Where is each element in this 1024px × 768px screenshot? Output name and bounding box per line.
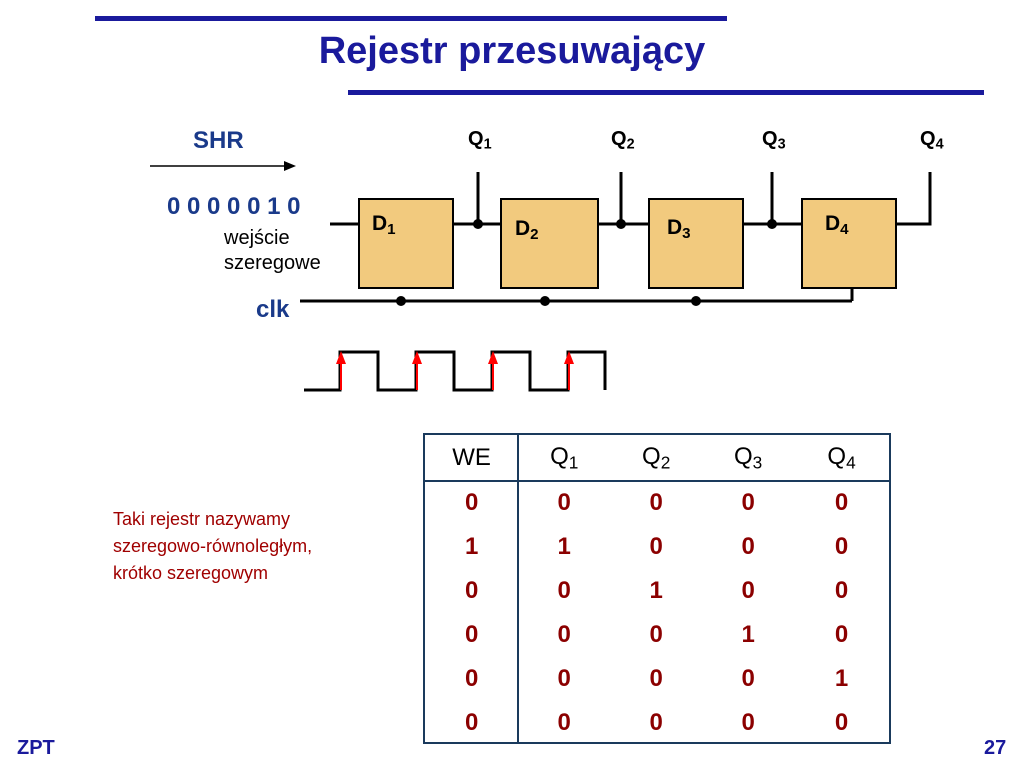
table-cell: 0 [741,489,755,516]
table-cell: 0 [649,533,663,560]
q2-label: Q2 [611,128,635,153]
table-cell: 1 [741,621,755,648]
register-note: Taki rejestr nazywamy szeregowo-równoleg… [113,506,312,587]
rising-edge-arrow-icon [336,351,346,390]
table-cell: 0 [741,665,755,692]
table-cell: 1 [464,533,479,560]
clock-waveform [304,350,607,392]
table-cell: 0 [649,665,663,692]
junction-dot [473,219,483,229]
flipflop-d3: D3 [648,198,744,289]
table-cell: 0 [649,489,663,516]
footer-page-number: 27 [984,737,1007,759]
input-label-line2: szeregowe [224,252,321,274]
table-cell: 0 [464,577,479,604]
input-label-line1: wejście [224,227,290,249]
table-header-q3: Q3 [733,442,763,473]
table-header-divider [425,480,889,482]
table-cell: 1 [557,533,571,560]
input-sequence: 0 0 0 0 0 1 0 [167,193,301,220]
table-cell: 1 [649,577,663,604]
footer-left: ZPT [17,737,55,759]
shr-arrow-icon [150,161,296,171]
flipflop-d1: D1 [358,198,454,289]
flipflop-d4: D4 [801,198,897,289]
note-line2: szeregowo-równoległym, [113,536,313,556]
table-cell: 0 [557,577,571,604]
note-line3: krótko szeregowym [113,563,269,583]
table-header-we: WE [452,444,491,471]
table-cell: 0 [741,709,755,736]
q4-label: Q4 [920,128,944,153]
table-cell: 0 [649,621,663,648]
q3-label: Q3 [762,128,786,153]
table-cell: 0 [834,577,849,604]
table-cell: 0 [557,665,571,692]
table-cell: 0 [741,533,755,560]
clk-label: clk [256,296,290,323]
table-cell: 0 [557,621,571,648]
junction-dot [396,296,406,306]
table-cell: 0 [464,489,479,516]
table-row: 0 0 0 1 0 [425,613,889,657]
slide-title: Rejestr przesuwający [318,30,706,72]
junction-dot [540,296,550,306]
rising-edge-arrow-icon [564,351,574,390]
table-cell: 0 [464,621,479,648]
table-row: 0 0 1 0 0 [425,569,889,613]
table-row: 0 0 0 0 1 [425,657,889,701]
rising-edge-arrow-icon [412,351,422,390]
table-row: 1 1 0 0 0 [425,525,889,569]
junction-dot [691,296,701,306]
table-cell: 0 [741,577,755,604]
table-cell: 0 [649,709,663,736]
table-header-q4: Q4 [827,442,856,473]
table-row: 0 0 0 0 0 [425,481,889,525]
table-header-q2: Q2 [642,442,671,473]
table-cell: 0 [834,489,849,516]
shr-label: SHR [193,127,244,154]
table-column-divider [517,435,519,742]
table-cell: 1 [834,665,849,692]
q1-label: Q1 [468,128,492,153]
table-cell: 0 [557,489,571,516]
table-header-q1: Q1 [550,442,579,473]
state-table-body: 0 0 0 0 0 1 1 0 0 0 0 0 1 0 0 0 0 0 1 0 0 0 0 0 1 0 0 0 0 0 [425,481,889,745]
title-bar-bottom [348,90,984,95]
table-cell: 0 [464,709,479,736]
table-cell: 0 [834,533,849,560]
rising-edge-arrow-icon [488,351,498,390]
table-row: 0 0 0 0 0 [425,701,889,745]
flipflop-d2: D2 [500,198,599,289]
title-bar-top [95,16,727,21]
table-cell: 0 [464,665,479,692]
table-cell: 0 [834,621,849,648]
junction-dot [767,219,777,229]
table-cell: 0 [557,709,571,736]
junction-dot [616,219,626,229]
note-line1: Taki rejestr nazywamy [113,509,291,529]
table-cell: 0 [834,709,849,736]
